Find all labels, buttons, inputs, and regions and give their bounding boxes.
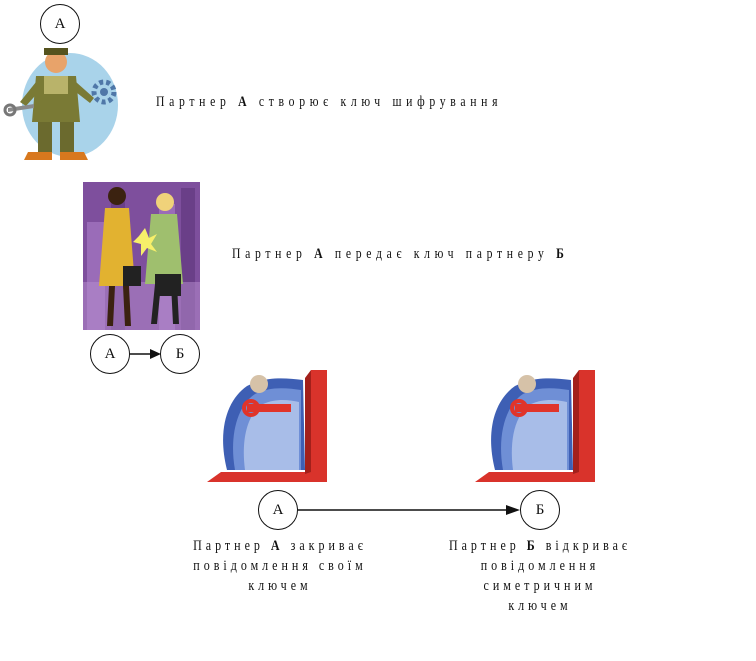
caption-step1-bold: А bbox=[238, 94, 252, 110]
caption-step3-left: Партнер А закриває повідомлення своїм кл… bbox=[176, 536, 384, 596]
caption-step3-right-line3: симетричним bbox=[483, 578, 597, 594]
arrow-a-to-b-step3 bbox=[298, 505, 520, 515]
caption-step3-left-bold: А bbox=[270, 538, 284, 554]
arrow-a-to-b-step2 bbox=[130, 349, 161, 359]
lock-door-clipart-b bbox=[475, 370, 595, 482]
lock-door-clipart-a bbox=[207, 370, 327, 482]
caption-step2-bold: А bbox=[314, 246, 328, 262]
handshake-clipart bbox=[83, 182, 200, 330]
caption-step2: Партнер А передає ключ партнеру Б bbox=[232, 246, 569, 263]
node-a-step3: А bbox=[258, 490, 298, 530]
caption-step3-left-line3: ключем bbox=[248, 578, 312, 594]
caption-step2-mid: передає ключ партнеру bbox=[327, 246, 557, 262]
caption-step3-right: Партнер Б відкриває повідомлення симетри… bbox=[436, 536, 644, 616]
caption-step3-left-post: закриває bbox=[283, 538, 367, 554]
node-a-step2: А bbox=[90, 334, 130, 374]
caption-step3-left-pre: Партнер bbox=[193, 538, 271, 554]
caption-step3-right-line1: Партнер Б відкриває bbox=[436, 536, 644, 556]
caption-step2-bold2: Б bbox=[556, 246, 569, 262]
node-b-step3: Б bbox=[520, 490, 560, 530]
caption-step1-pre: Партнер bbox=[156, 94, 239, 110]
caption-step3-right-line4: ключем bbox=[508, 598, 572, 614]
caption-step2-pre: Партнер bbox=[232, 246, 315, 262]
caption-step3-right-bold: Б bbox=[526, 538, 539, 554]
caption-step3-right-post: відкриває bbox=[538, 538, 632, 554]
caption-step1-post: створює ключ шифрування bbox=[251, 94, 503, 110]
node-b-step2: Б bbox=[160, 334, 200, 374]
mechanic-clipart bbox=[3, 48, 118, 160]
node-a: А bbox=[40, 4, 80, 44]
caption-step3-left-line2: повідомлення своїм bbox=[193, 558, 367, 574]
caption-step3-left-line1: Партнер А закриває bbox=[176, 536, 384, 556]
caption-step3-right-line2: повідомлення bbox=[480, 558, 600, 574]
caption-step3-right-pre: Партнер bbox=[448, 538, 527, 554]
caption-step1: Партнер А створює ключ шифрування bbox=[156, 94, 502, 111]
